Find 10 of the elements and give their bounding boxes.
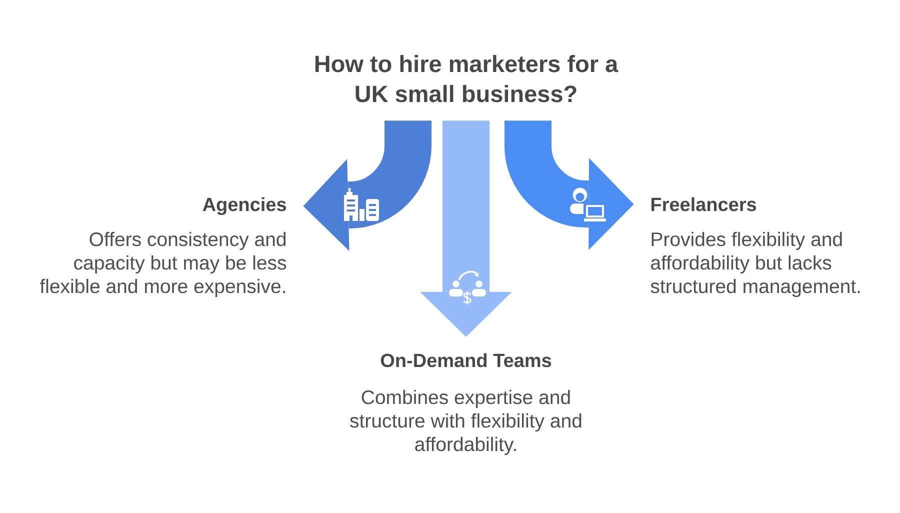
- heading: On-Demand Teams: [380, 353, 552, 368]
- arrow: [504, 120, 634, 250]
- arrow: [303, 120, 432, 252]
- arrow: [420, 120, 512, 337]
- description: Provides flexibility and affordability but lacks structured management.: [650, 232, 860, 298]
- description: Offers consistency and capacity but may be less flexible and more expensive.: [40, 232, 286, 298]
- heading: Agencies: [202, 197, 286, 216]
- description: Combines expertise and structure with flexibility and affordability.: [350, 390, 582, 456]
- heading: Freelancers: [651, 197, 756, 212]
- title: How to hire marketers for a UK small business?: [315, 54, 618, 102]
